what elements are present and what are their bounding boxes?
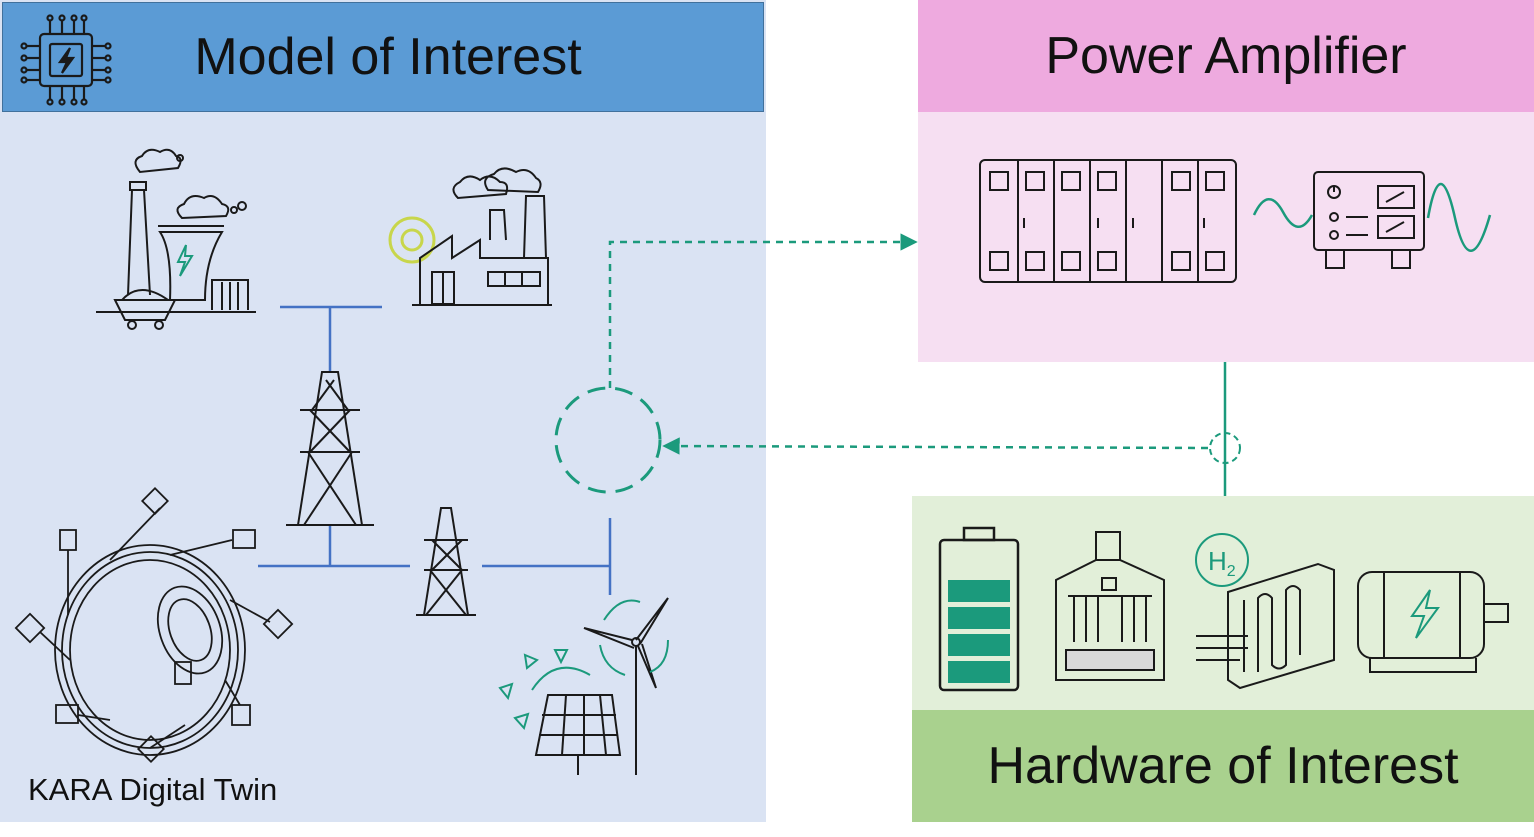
grid-lines	[258, 305, 612, 595]
model-interface-circle	[554, 386, 662, 494]
amplifier-panel-body	[918, 112, 1534, 362]
feedback-arrow	[662, 437, 1209, 455]
transformer-icon	[1055, 531, 1165, 681]
amplifier-panel-header: Power Amplifier	[918, 0, 1534, 112]
amplifier-panel-title: Power Amplifier	[1045, 27, 1407, 85]
kara-digital-twin-label: KARA Digital Twin	[28, 772, 278, 807]
model-panel-header: Model of Interest	[2, 2, 764, 112]
signal-generator-icon	[1252, 171, 1492, 269]
h2-subscript: 2	[1227, 563, 1236, 580]
hardware-interface-circle	[1209, 432, 1241, 464]
power-plant-icon	[96, 148, 256, 330]
h2-text: H2	[1208, 546, 1236, 580]
signal-to-amplifier-arrow	[608, 233, 918, 388]
small-tower-icon	[416, 507, 476, 616]
hardware-panel-title: Hardware of Interest	[987, 737, 1459, 795]
hardware-panel-body	[912, 496, 1534, 710]
renewables-icon	[498, 597, 669, 775]
battery-icon	[938, 526, 1020, 692]
transmission-tower-icon	[286, 371, 374, 526]
hardware-panel-header: Hardware of Interest	[912, 710, 1534, 822]
kara-ring-icon	[14, 486, 294, 764]
h2-letter: H	[1208, 546, 1227, 576]
model-panel-body	[0, 0, 766, 822]
chip-icon	[20, 14, 112, 106]
factory-icon	[388, 167, 552, 306]
motor-icon	[1357, 571, 1509, 673]
amplifier-rack-icon	[979, 159, 1237, 283]
hydrogen-icon	[1195, 533, 1335, 690]
model-panel-title: Model of Interest	[194, 28, 582, 86]
